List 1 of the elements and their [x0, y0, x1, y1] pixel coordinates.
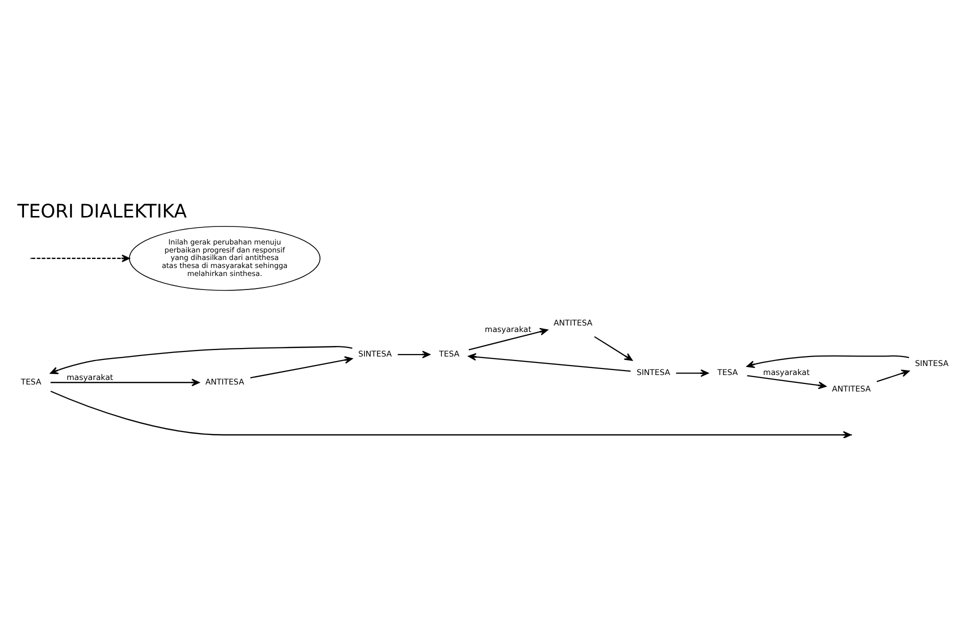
diagram-title: TEORI DIALEKTIKA	[17, 201, 187, 222]
